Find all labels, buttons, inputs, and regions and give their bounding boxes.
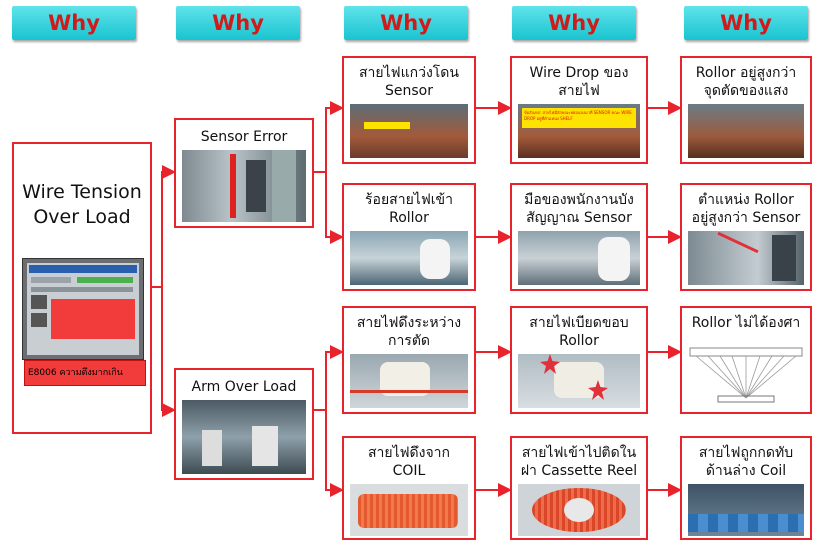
cause-arm-over-load: Arm Over Load bbox=[174, 368, 314, 480]
wire-edge-rollor-photo bbox=[518, 354, 640, 408]
root-cause-box: Wire Tension Over Load E8006 ความตึงมากเ… bbox=[12, 142, 152, 434]
cause-title: สายไฟดึงจาก COIL bbox=[367, 445, 451, 479]
rollor-above-sensor-photo bbox=[688, 231, 804, 285]
cause-sensor-error: Sensor Error bbox=[174, 118, 314, 228]
cause-wire-pulled-coil: สายไฟดึงจาก COIL bbox=[342, 436, 476, 540]
rollor-angle-diagram bbox=[689, 347, 803, 403]
why-header-5: Why bbox=[684, 6, 808, 40]
cause-title: ร้อยสายไฟเข้า Rollor bbox=[365, 192, 453, 226]
root-rollor-above-sensor: ตำแหน่ง Rollor อยู่สูงกว่า Sensor bbox=[680, 183, 812, 291]
cause-title: Wire Drop ของ สายไฟ bbox=[529, 65, 629, 99]
cause-title: สายไฟดึงระหว่าง การตัด bbox=[356, 315, 462, 349]
sensor-error-photo bbox=[182, 150, 306, 222]
why-header-3: Why bbox=[344, 6, 468, 40]
root-wire-pressed-coil: สายไฟถูกกดทับ ด้านล่าง Coil bbox=[680, 436, 812, 540]
cause-wire-stuck-cassette: สายไฟเข้าไปติดใน ฝา Cassette Reel bbox=[510, 436, 648, 540]
root-title: Wire Tension Over Load bbox=[22, 181, 142, 228]
cause-wire-pulled-cutting: สายไฟดึงระหว่าง การตัด bbox=[342, 306, 476, 414]
coil-photo bbox=[350, 484, 468, 536]
cause-title: สายไฟถูกกดทับ ด้านล่าง Coil bbox=[698, 445, 794, 479]
alert-caption: E8006 ความตึงมากเกิน bbox=[24, 360, 146, 386]
cause-title: Rollor อยู่สูงกว่า จุดตัดของแสง bbox=[695, 65, 797, 99]
alert-caption-text: E8006 ความตึงมากเกิน bbox=[28, 368, 123, 378]
wire-threading-photo bbox=[350, 231, 468, 285]
cause-wire-swing: สายไฟแกว่งโดน Sensor bbox=[342, 56, 476, 164]
wire-drop-note: ข้อสังเกต: สายไฟมีลักษณะหย่อนลงมาที่ SEN… bbox=[524, 110, 632, 121]
why-header-1: Why bbox=[12, 6, 136, 40]
wire-drop-photo: ข้อสังเกต: สายไฟมีลักษณะหย่อนลงมาที่ SEN… bbox=[518, 104, 640, 158]
machine-screen-photo bbox=[22, 258, 144, 360]
cause-wire-threading: ร้อยสายไฟเข้า Rollor bbox=[342, 183, 476, 291]
cause-title: Arm Over Load bbox=[191, 379, 297, 395]
cause-title: ตำแหน่ง Rollor อยู่สูงกว่า Sensor bbox=[691, 192, 801, 226]
cause-title: สายไฟเข้าไปติดใน ฝา Cassette Reel bbox=[520, 445, 638, 479]
arm-over-load-photo bbox=[182, 400, 306, 474]
cause-title: Sensor Error bbox=[200, 129, 288, 145]
cause-title: สายไฟเบียดขอบ Rollor bbox=[529, 315, 629, 349]
root-rollor-angle: Rollor ไม่ได้องศา bbox=[680, 306, 812, 414]
cause-title: มือของพนักงานบัง สัญญาณ Sensor bbox=[524, 192, 634, 226]
wire-pressed-coil-photo bbox=[688, 484, 804, 536]
why-header-4: Why bbox=[512, 6, 636, 40]
rollor-above-beam-photo bbox=[688, 104, 804, 158]
wire-swing-photo bbox=[350, 104, 468, 158]
root-rollor-above-beam: Rollor อยู่สูงกว่า จุดตัดของแสง bbox=[680, 56, 812, 164]
cause-title: Rollor ไม่ได้องศา bbox=[691, 315, 801, 331]
cause-title: สายไฟแกว่งโดน Sensor bbox=[359, 65, 459, 99]
cause-wire-drop: Wire Drop ของ สายไฟ ข้อสังเกต: สายไฟมีลั… bbox=[510, 56, 648, 164]
wire-pulled-cutting-photo bbox=[350, 354, 468, 408]
why-header-2: Why bbox=[176, 6, 300, 40]
cause-wire-edge-rollor: สายไฟเบียดขอบ Rollor bbox=[510, 306, 648, 414]
cassette-reel-photo bbox=[518, 484, 640, 536]
cause-hand-blocks-sensor: มือของพนักงานบัง สัญญาณ Sensor bbox=[510, 183, 648, 291]
hand-blocks-sensor-photo bbox=[518, 231, 640, 285]
